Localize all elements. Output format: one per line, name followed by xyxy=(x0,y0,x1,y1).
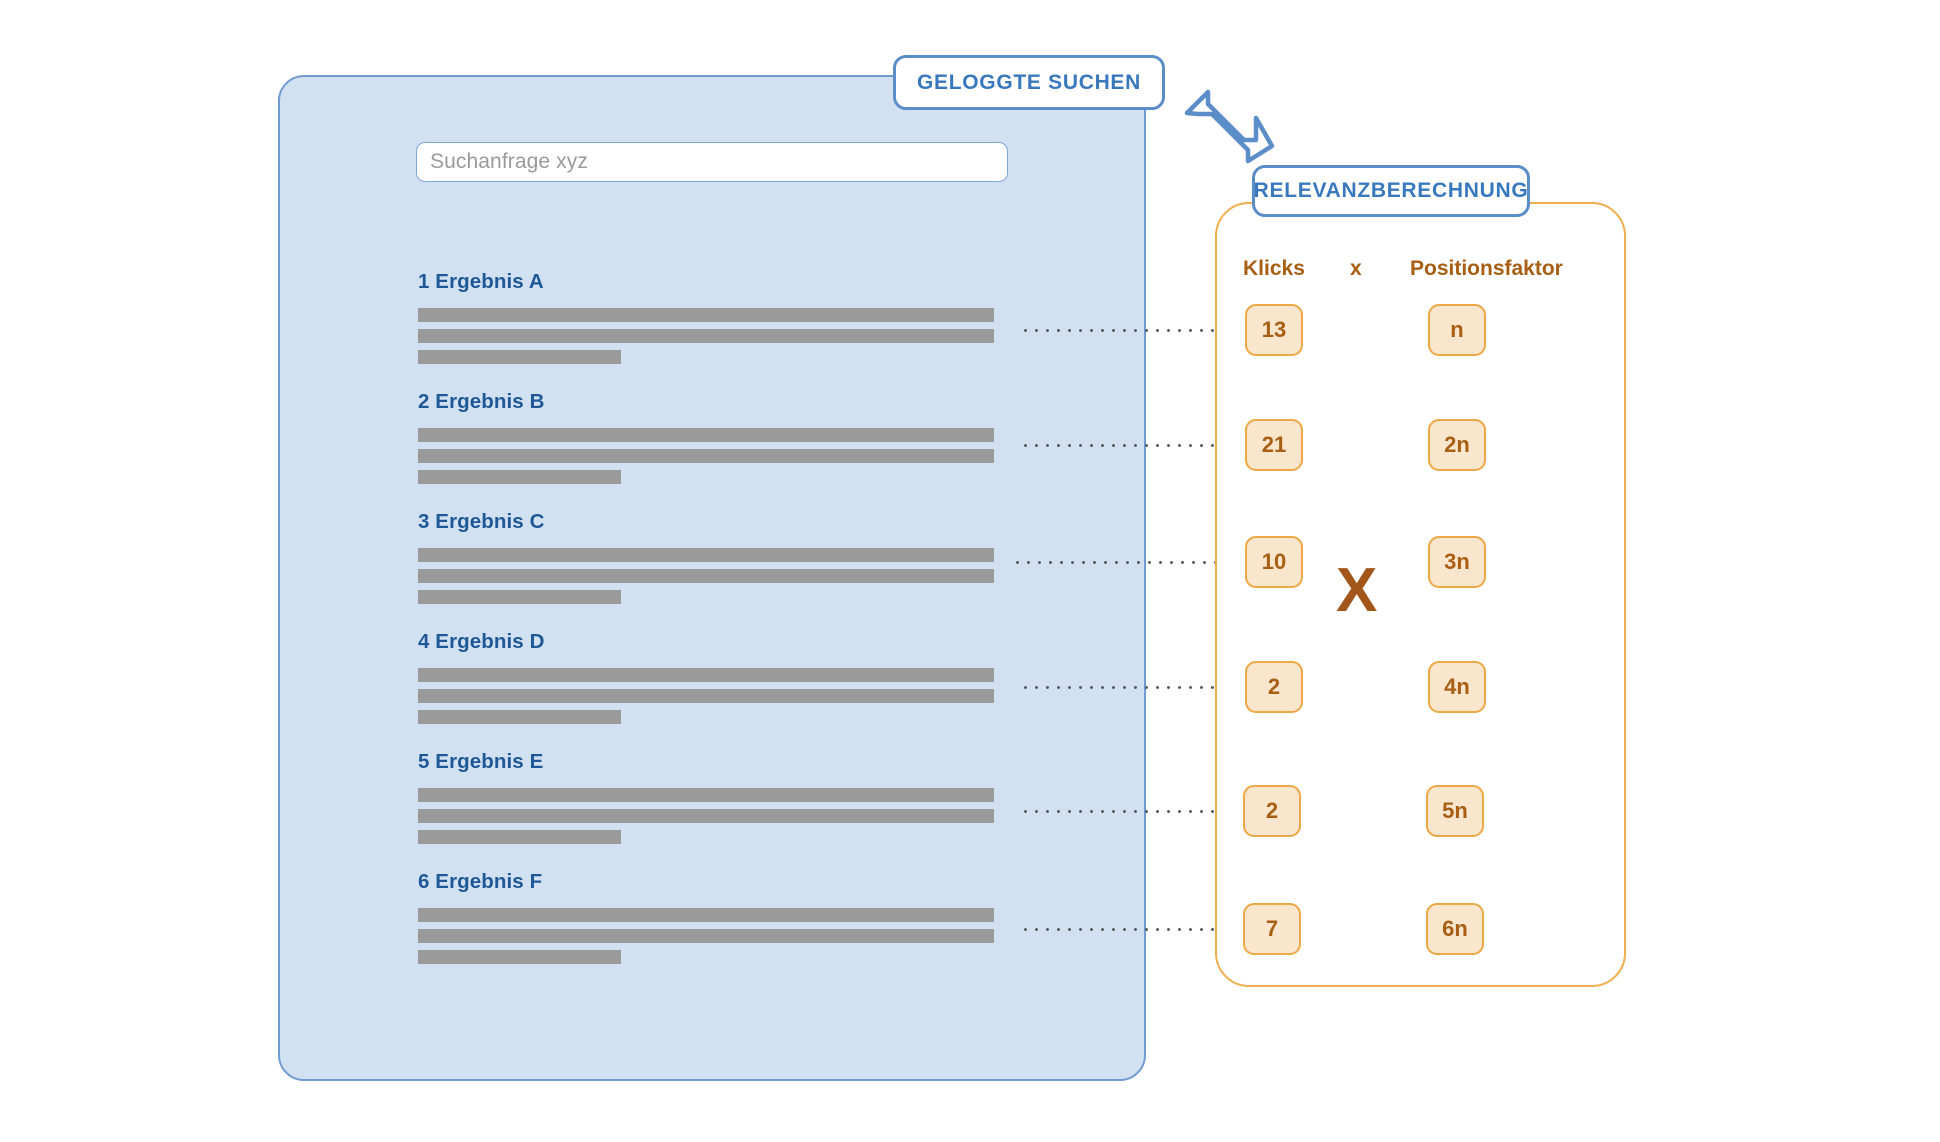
arrow-down-right-icon xyxy=(1184,89,1275,164)
search-results-list: 1 Ergebnis A 2 Ergebnis B 3 Ergebnis C 4… xyxy=(418,270,998,990)
snippet-bar xyxy=(418,449,994,463)
snippet-bar xyxy=(418,689,994,703)
snippet-bar xyxy=(418,788,994,802)
list-item[interactable]: 5 Ergebnis E xyxy=(418,750,998,870)
snippet-bar xyxy=(418,950,621,964)
list-item[interactable]: 2 Ergebnis B xyxy=(418,390,998,510)
search-input-placeholder: Suchanfrage xyz xyxy=(430,150,588,173)
connector-line xyxy=(1012,561,1228,564)
result-title: 6 Ergebnis F xyxy=(418,870,543,893)
snippet-bar xyxy=(418,428,994,442)
position-factor-badge: 4n xyxy=(1428,661,1486,713)
connector-line xyxy=(1020,329,1228,332)
connector-line xyxy=(1020,444,1228,447)
clicks-badge: 10 xyxy=(1245,536,1303,588)
list-item[interactable]: 1 Ergebnis A xyxy=(418,270,998,390)
snippet-bar xyxy=(418,308,994,322)
snippet-bar xyxy=(418,569,994,583)
result-title: 4 Ergebnis D xyxy=(418,630,545,653)
position-factor-badge: 6n xyxy=(1426,903,1484,955)
clicks-badge: 2 xyxy=(1243,785,1301,837)
multiply-symbol: X xyxy=(1336,556,1378,625)
result-title: 3 Ergebnis C xyxy=(418,510,545,533)
clicks-badge: 7 xyxy=(1243,903,1301,955)
result-snippet-placeholder xyxy=(418,428,998,484)
position-factor-badge: n xyxy=(1428,304,1486,356)
column-header-operator: x xyxy=(1350,257,1362,280)
callout-logged-searches: GELOGGTE SUCHEN xyxy=(893,55,1165,110)
search-input[interactable]: Suchanfrage xyz xyxy=(416,142,1008,182)
snippet-bar xyxy=(418,470,621,484)
clicks-badge: 21 xyxy=(1245,419,1303,471)
list-item[interactable]: 4 Ergebnis D xyxy=(418,630,998,750)
result-snippet-placeholder xyxy=(418,308,998,364)
column-header-clicks: Klicks xyxy=(1243,257,1305,280)
callout-relevance-calculation: RELEVANZBERECHNUNG xyxy=(1252,165,1530,217)
snippet-bar xyxy=(418,710,621,724)
list-item[interactable]: 6 Ergebnis F xyxy=(418,870,998,990)
snippet-bar xyxy=(418,668,994,682)
snippet-bar xyxy=(418,548,994,562)
position-factor-badge: 3n xyxy=(1428,536,1486,588)
result-snippet-placeholder xyxy=(418,668,998,724)
result-title: 5 Ergebnis E xyxy=(418,750,544,773)
connector-line xyxy=(1020,810,1228,813)
snippet-bar xyxy=(418,809,994,823)
result-snippet-placeholder xyxy=(418,548,998,604)
position-factor-badge: 5n xyxy=(1426,785,1484,837)
result-snippet-placeholder xyxy=(418,908,998,964)
connector-line xyxy=(1020,928,1228,931)
clicks-badge: 13 xyxy=(1245,304,1303,356)
result-snippet-placeholder xyxy=(418,788,998,844)
list-item[interactable]: 3 Ergebnis C xyxy=(418,510,998,630)
position-factor-badge: 2n xyxy=(1428,419,1486,471)
snippet-bar xyxy=(418,590,621,604)
column-header-position-factor: Positionsfaktor xyxy=(1410,257,1563,280)
snippet-bar xyxy=(418,908,994,922)
snippet-bar xyxy=(418,830,621,844)
snippet-bar xyxy=(418,350,621,364)
connector-line xyxy=(1020,686,1228,689)
result-title: 1 Ergebnis A xyxy=(418,270,544,293)
result-title: 2 Ergebnis B xyxy=(418,390,545,413)
snippet-bar xyxy=(418,929,994,943)
snippet-bar xyxy=(418,329,994,343)
clicks-badge: 2 xyxy=(1245,661,1303,713)
